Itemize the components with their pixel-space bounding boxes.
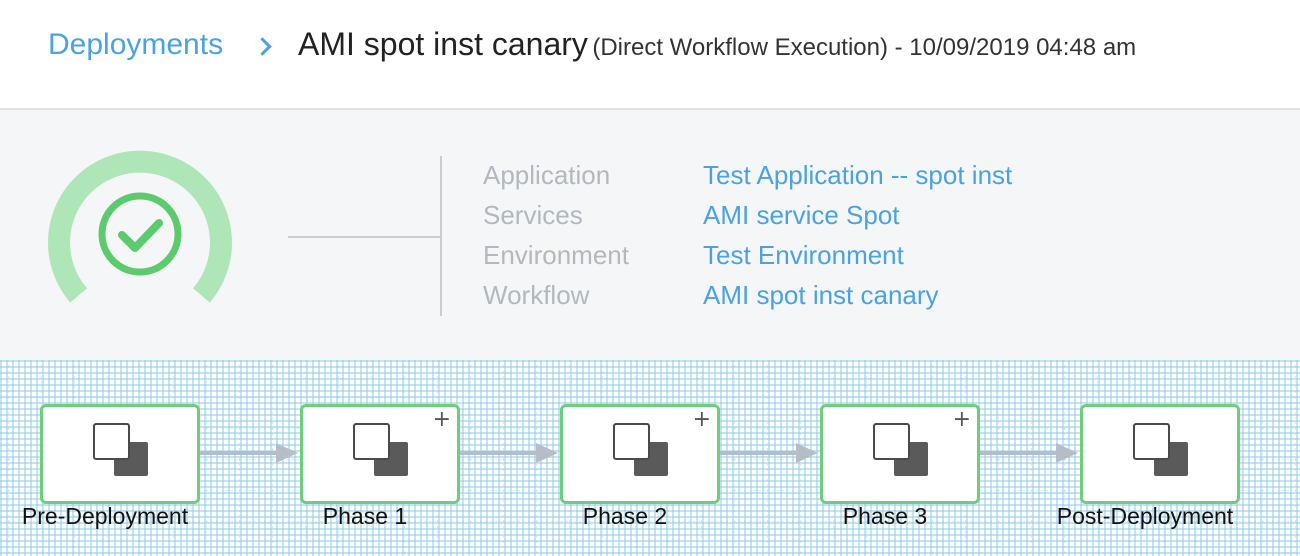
node-label-post-deployment: Post-Deployment xyxy=(1056,503,1234,529)
execution-summary-panel: Application Test Application -- spot ins… xyxy=(0,110,1300,360)
pipeline-node-phase-3[interactable]: + xyxy=(820,404,980,504)
environment-link[interactable]: Test Environment xyxy=(703,240,904,270)
arrow-right-icon xyxy=(980,443,1078,463)
chevron-right-icon xyxy=(253,37,272,56)
pipeline-canvas: Pre-Deployment + Phase 1 + Phase 2 + Pha… xyxy=(0,360,1300,556)
workflow-link[interactable]: AMI spot inst canary xyxy=(703,280,939,310)
stacked-squares-icon-front xyxy=(613,423,650,460)
arrow-right-icon xyxy=(720,443,818,463)
divider-horizontal xyxy=(288,236,440,238)
workflow-title: AMI spot inst canary xyxy=(298,26,588,62)
breadcrumb-deployments-link[interactable]: Deployments xyxy=(48,28,224,61)
pipeline-node-phase-1[interactable]: + xyxy=(300,404,460,504)
pipeline-node-pre-deployment[interactable] xyxy=(40,404,200,504)
stacked-squares-icon-front xyxy=(93,423,130,460)
workflow-label: Workflow xyxy=(483,280,590,310)
node-label-pre-deployment: Pre-Deployment xyxy=(21,503,189,529)
pipeline-node-post-deployment[interactable] xyxy=(1080,404,1240,504)
expand-plus-icon[interactable]: + xyxy=(692,407,711,432)
pipeline-node-phase-2[interactable]: + xyxy=(560,404,720,504)
node-label-phase-2: Phase 2 xyxy=(582,503,668,529)
expand-plus-icon[interactable]: + xyxy=(432,407,451,432)
execution-subtitle: (Direct Workflow Execution) - 10/09/2019… xyxy=(592,34,1137,61)
status-ring-icon xyxy=(48,150,232,303)
divider-vertical xyxy=(440,156,442,316)
environment-label: Environment xyxy=(483,240,629,270)
services-label: Services xyxy=(483,200,583,230)
application-link[interactable]: Test Application -- spot inst xyxy=(703,160,1013,190)
application-label: Application xyxy=(483,160,611,190)
stacked-squares-icon-front xyxy=(353,423,390,460)
expand-plus-icon[interactable]: + xyxy=(952,407,971,432)
page-header: Deployments AMI spot inst canary (Direct… xyxy=(0,0,1300,110)
check-circle-icon xyxy=(118,219,163,252)
node-label-phase-3: Phase 3 xyxy=(842,503,928,529)
stacked-squares-icon-front xyxy=(1133,423,1170,460)
page-title: AMI spot inst canary (Direct Workflow Ex… xyxy=(298,26,1136,63)
arrow-right-icon xyxy=(460,443,558,463)
services-link[interactable]: AMI service Spot xyxy=(703,200,900,230)
stacked-squares-icon-front xyxy=(873,423,910,460)
arrow-right-icon xyxy=(200,443,298,463)
node-label-phase-1: Phase 1 xyxy=(322,503,408,529)
